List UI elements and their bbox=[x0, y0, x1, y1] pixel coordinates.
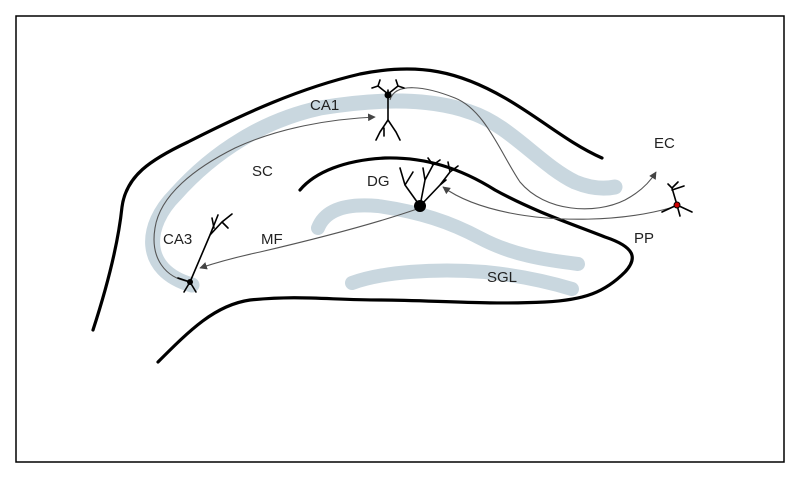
ca3-soma bbox=[187, 279, 193, 285]
label-ec: EC bbox=[654, 135, 675, 152]
ec-soma bbox=[673, 201, 681, 209]
ca1-soma bbox=[384, 91, 392, 99]
ec-neuron bbox=[661, 181, 693, 217]
dg-granule-neuron bbox=[399, 157, 459, 212]
dg-granule-layer-lower bbox=[345, 263, 579, 296]
cell-layers bbox=[145, 93, 623, 296]
ca1-output-to-ec bbox=[389, 87, 657, 210]
schaffer-collateral-pathway bbox=[153, 113, 376, 283]
diagram-frame bbox=[15, 15, 785, 463]
dg-soma bbox=[414, 200, 426, 212]
mossy-fiber-pathway bbox=[199, 207, 421, 270]
label-ca3: CA3 bbox=[163, 231, 192, 248]
label-ca1: CA1 bbox=[310, 97, 339, 114]
tissue-outlines bbox=[91, 67, 634, 364]
ca3-pyramidal-neuron bbox=[177, 213, 233, 293]
label-dg: DG bbox=[367, 173, 390, 190]
label-pp: PP bbox=[634, 230, 654, 247]
pathways bbox=[153, 87, 671, 283]
ca1-pyramidal-neuron bbox=[371, 79, 405, 141]
dentate-outline bbox=[156, 156, 634, 364]
region-labels: CA1 SC DG EC CA3 MF PP SGL bbox=[163, 97, 675, 286]
label-sgl: SGL bbox=[487, 269, 517, 286]
dg-granule-layer-upper bbox=[311, 198, 585, 271]
label-mf: MF bbox=[261, 231, 283, 248]
perforant-path-to-dg bbox=[442, 186, 671, 220]
label-sc: SC bbox=[252, 163, 273, 180]
outer-outline bbox=[91, 67, 604, 332]
pyramidal-cell-layer bbox=[145, 93, 623, 293]
